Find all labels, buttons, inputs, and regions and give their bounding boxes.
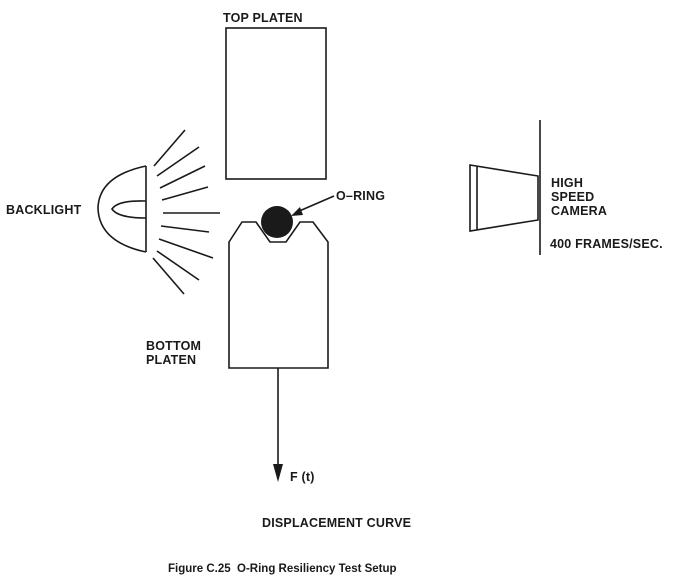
camera-label-line3: CAMERA bbox=[551, 204, 607, 218]
force-label: F (t) bbox=[290, 470, 315, 484]
o-ring-pointer bbox=[291, 195, 335, 216]
displacement-curve-label: DISPLACEMENT CURVE bbox=[262, 516, 411, 530]
o-ring-label: O–RING bbox=[336, 189, 385, 203]
top-platen bbox=[225, 27, 327, 180]
camera-label-line2: SPEED bbox=[551, 190, 594, 204]
bottom-platen-label-line1: BOTTOM bbox=[146, 339, 201, 353]
frame-rate-label: 400 FRAMES/SEC. bbox=[550, 237, 663, 251]
camera-label-line1: HIGH bbox=[551, 176, 583, 190]
backlight bbox=[97, 165, 147, 253]
bottom-platen bbox=[228, 221, 329, 369]
force-arrow bbox=[273, 368, 283, 482]
figure-caption: Figure C.25 O-Ring Resiliency Test Setup bbox=[168, 563, 397, 575]
bottom-platen-label-line2: PLATEN bbox=[146, 353, 196, 367]
light-rays bbox=[152, 129, 220, 295]
top-platen-label: TOP PLATEN bbox=[223, 11, 303, 25]
backlight-label: BACKLIGHT bbox=[6, 203, 82, 217]
high-speed-camera bbox=[469, 120, 541, 255]
o-ring bbox=[261, 206, 293, 238]
